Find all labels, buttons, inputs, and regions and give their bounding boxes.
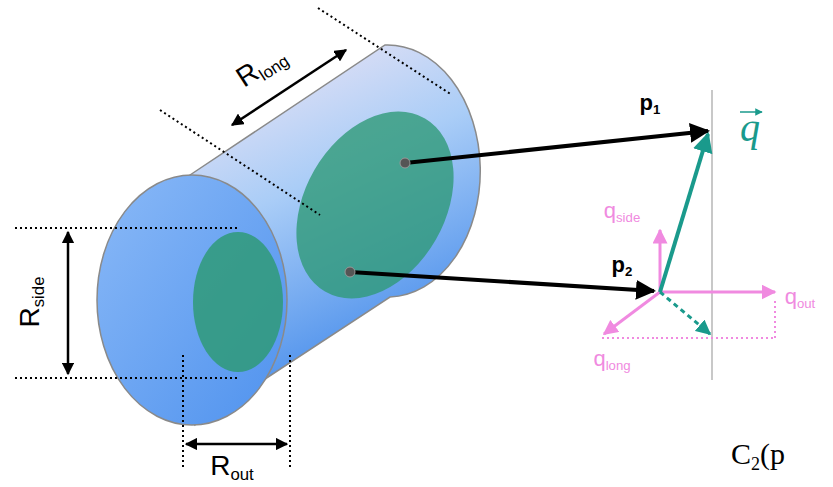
- source-ellipse: [264, 83, 485, 326]
- dimension-label: Rlong: [232, 41, 293, 96]
- momentum-label: p1: [640, 92, 661, 116]
- momentum-arrow: [350, 272, 654, 291]
- axis-label: qside: [604, 200, 640, 224]
- cylinder-cap: [97, 175, 287, 425]
- particle-dot: [345, 267, 355, 277]
- q-vector: [660, 134, 708, 292]
- dimension-arrow: [67, 232, 70, 374]
- axis-arrow: [660, 291, 775, 294]
- formula-label: C2(p: [731, 439, 785, 472]
- particle-dot: [400, 158, 410, 168]
- axis-label: qlong: [593, 348, 630, 372]
- source-ellipse: [193, 232, 283, 372]
- momentum-arrow: [405, 131, 708, 163]
- projection-arrow: [660, 292, 710, 334]
- axis-label: qout: [785, 286, 816, 310]
- momentum-label: p2: [612, 254, 633, 278]
- dimension-label: Rside: [16, 276, 48, 327]
- axis-arrow: [604, 292, 660, 334]
- guide-line: [711, 90, 713, 380]
- dimension-label: Rout: [210, 452, 254, 484]
- vector-label: q: [740, 108, 760, 148]
- dimension-arrow: [186, 443, 287, 446]
